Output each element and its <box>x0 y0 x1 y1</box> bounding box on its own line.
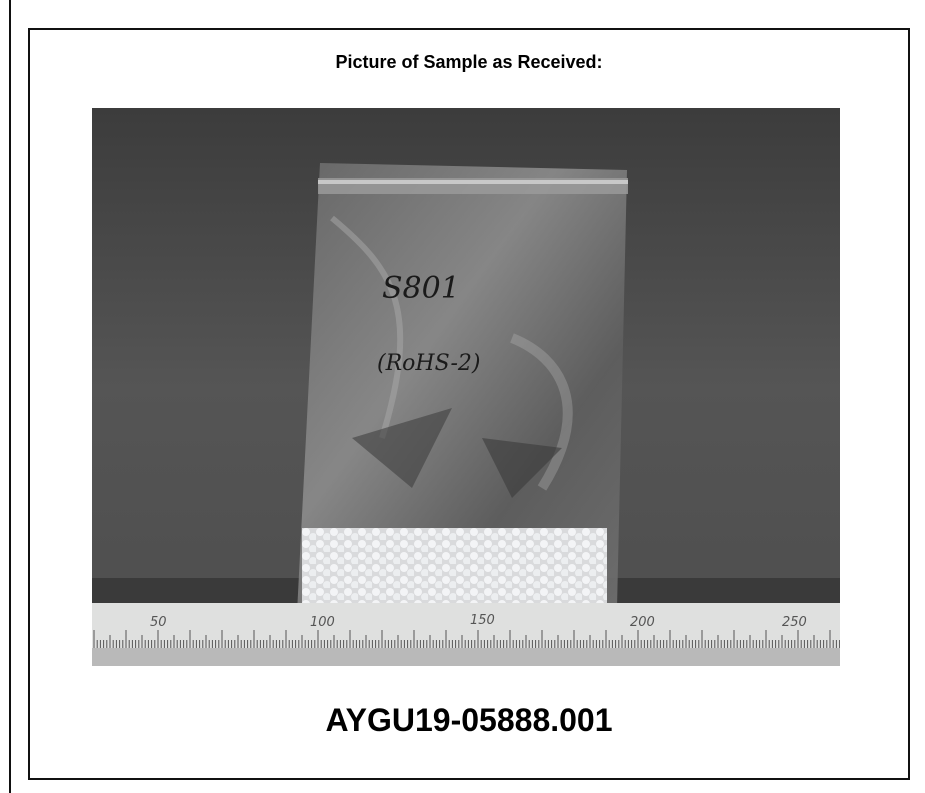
page-title: Picture of Sample as Received: <box>335 52 603 72</box>
ruler-label-150: 150 <box>470 613 495 628</box>
sample-photo-frame: Picture of Sample as Received: <box>28 28 910 780</box>
sample-id: AYGU19-05888.001 <box>325 702 613 738</box>
sample-photo: S801 (RoHS-2) 50 100 150 200 250 <box>92 108 840 666</box>
bag-note-line2: (RoHS-2) <box>377 351 480 376</box>
ruler-label-250: 250 <box>782 615 807 630</box>
ruler-label-50: 50 <box>150 615 167 630</box>
ruler: 50 100 150 200 250 <box>92 603 840 666</box>
bag-note-line1: S801 <box>382 271 460 306</box>
sample-bag: S801 (RoHS-2) <box>297 163 628 613</box>
page-edge-line <box>9 0 11 793</box>
ruler-label-100: 100 <box>310 615 335 630</box>
ruler-label-200: 200 <box>630 615 655 630</box>
